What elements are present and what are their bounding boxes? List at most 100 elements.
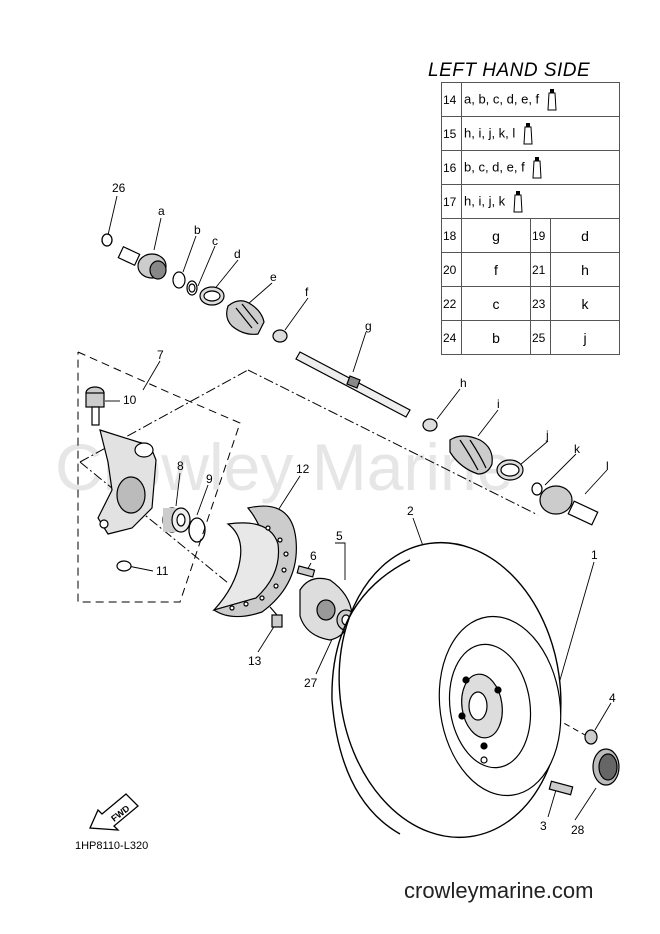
circlip-9: [188, 517, 206, 543]
legend-pair-row: 18 g 19 d: [441, 218, 620, 253]
callout-26: 26: [112, 181, 126, 195]
callout-8: 8: [177, 459, 184, 473]
grease-tube-icon: [523, 122, 533, 144]
wheel-nut-4: [584, 729, 598, 745]
callout-3: 3: [540, 819, 547, 833]
legend-number: 14: [441, 82, 462, 117]
brake-disc-12: [212, 505, 297, 618]
callout-g: g: [365, 319, 372, 333]
circlip-b: [172, 271, 186, 289]
callout-10: 10: [123, 393, 137, 407]
boot-band-d: [199, 286, 225, 306]
boot-band-h: [422, 418, 438, 432]
legend-number: 16: [441, 150, 462, 185]
callout-1: 1: [591, 548, 598, 562]
ball-joint-10: [85, 386, 105, 426]
legend-pair-row: 20 f 21 h: [441, 252, 620, 287]
callout-28: 28: [571, 823, 585, 837]
cv-joint-a: [117, 245, 167, 280]
legend-row: 17 h, i, j, k: [441, 184, 620, 219]
callout-2: 2: [407, 504, 414, 518]
drive-shaft-g: [295, 351, 411, 418]
website-footer[interactable]: crowleymarine.com: [404, 878, 594, 903]
callout-f: f: [305, 285, 309, 299]
callout-i: i: [497, 397, 500, 411]
callout-27: 27: [304, 676, 318, 690]
steering-knuckle-7: [97, 429, 157, 535]
legend-number: 22: [441, 286, 462, 321]
circlip-k: [531, 482, 543, 496]
legend-pair-row: 24 b 25 j: [441, 320, 620, 355]
legend-parts: h, i, j, k: [461, 184, 620, 219]
callout-h: h: [460, 376, 467, 390]
legend-number: 25: [530, 320, 551, 355]
forward-arrow-icon: FWD: [89, 793, 139, 831]
snap-ring-26: [101, 233, 113, 247]
callout-d: d: [234, 247, 241, 261]
section-heading: LEFT HAND SIDE: [428, 60, 591, 81]
callout-9: 9: [206, 472, 213, 486]
callout-l: l: [606, 459, 609, 473]
boot-band-j: [496, 459, 524, 481]
bearing-8: [162, 507, 191, 533]
legend-number: 24: [441, 320, 462, 355]
legend-parts-text: b, c, d, e, f: [464, 158, 525, 174]
legend-value: k: [550, 286, 620, 321]
legend-value: g: [461, 218, 531, 253]
callout-5: 5: [336, 529, 343, 543]
legend-parts-text: h, i, j, k: [464, 192, 506, 208]
boot-e: [226, 300, 265, 335]
legend-parts: b, c, d, e, f: [461, 150, 620, 185]
legend-parts-text: a, b, c, d, e, f: [464, 90, 540, 106]
legend-parts: a, b, c, d, e, f: [461, 82, 620, 117]
callout-a: a: [158, 204, 165, 218]
callout-c: c: [212, 234, 218, 248]
callout-b: b: [194, 223, 201, 237]
cotter-pin-11: [116, 560, 132, 572]
legend-parts-text: h, i, j, k, l: [464, 124, 516, 140]
legend-number: 15: [441, 116, 462, 151]
wheel-1: [438, 615, 562, 797]
legend-value: c: [461, 286, 531, 321]
center-cap-28: [592, 748, 620, 786]
legend-value: j: [550, 320, 620, 355]
legend-pair-row: 22 c 23 k: [441, 286, 620, 321]
grease-tube-icon: [547, 88, 557, 110]
legend-value: h: [550, 252, 620, 287]
hub-5: [299, 577, 353, 641]
cv-joint-l: [539, 485, 599, 526]
legend-number: 17: [441, 184, 462, 219]
lubrication-legend-table: 14 a, b, c, d, e, f 15 h, i, j, k, l 16 …: [441, 82, 620, 355]
callout-12: 12: [296, 462, 310, 476]
legend-number: 19: [530, 218, 551, 253]
legend-value: d: [550, 218, 620, 253]
callout-11: 11: [156, 564, 169, 578]
legend-row: 14 a, b, c, d, e, f: [441, 82, 620, 117]
callout-4: 4: [609, 691, 616, 705]
diagram-code: 1HP8110-L320: [75, 840, 149, 852]
valve-stem-3: [548, 780, 574, 796]
callout-7: 7: [157, 348, 164, 362]
callout-6: 6: [310, 549, 317, 563]
legend-row: 15 h, i, j, k, l: [441, 116, 620, 151]
disc-bolt-13: [269, 606, 283, 628]
callout-e: e: [270, 270, 277, 284]
legend-number: 20: [441, 252, 462, 287]
callout-k: k: [574, 442, 581, 456]
legend-value: b: [461, 320, 531, 355]
legend-value: f: [461, 252, 531, 287]
grease-tube-icon: [532, 156, 542, 178]
hub-bolt-6: [296, 565, 316, 578]
callout-j: j: [545, 428, 549, 442]
boot-band-f: [272, 329, 288, 343]
grease-tube-icon: [513, 190, 523, 212]
legend-number: 18: [441, 218, 462, 253]
boot-i: [449, 435, 493, 475]
legend-number: 23: [530, 286, 551, 321]
circlip-c: [186, 280, 198, 296]
legend-number: 21: [530, 252, 551, 287]
legend-parts: h, i, j, k, l: [461, 116, 620, 151]
callout-13: 13: [248, 654, 262, 668]
legend-row: 16 b, c, d, e, f: [441, 150, 620, 185]
